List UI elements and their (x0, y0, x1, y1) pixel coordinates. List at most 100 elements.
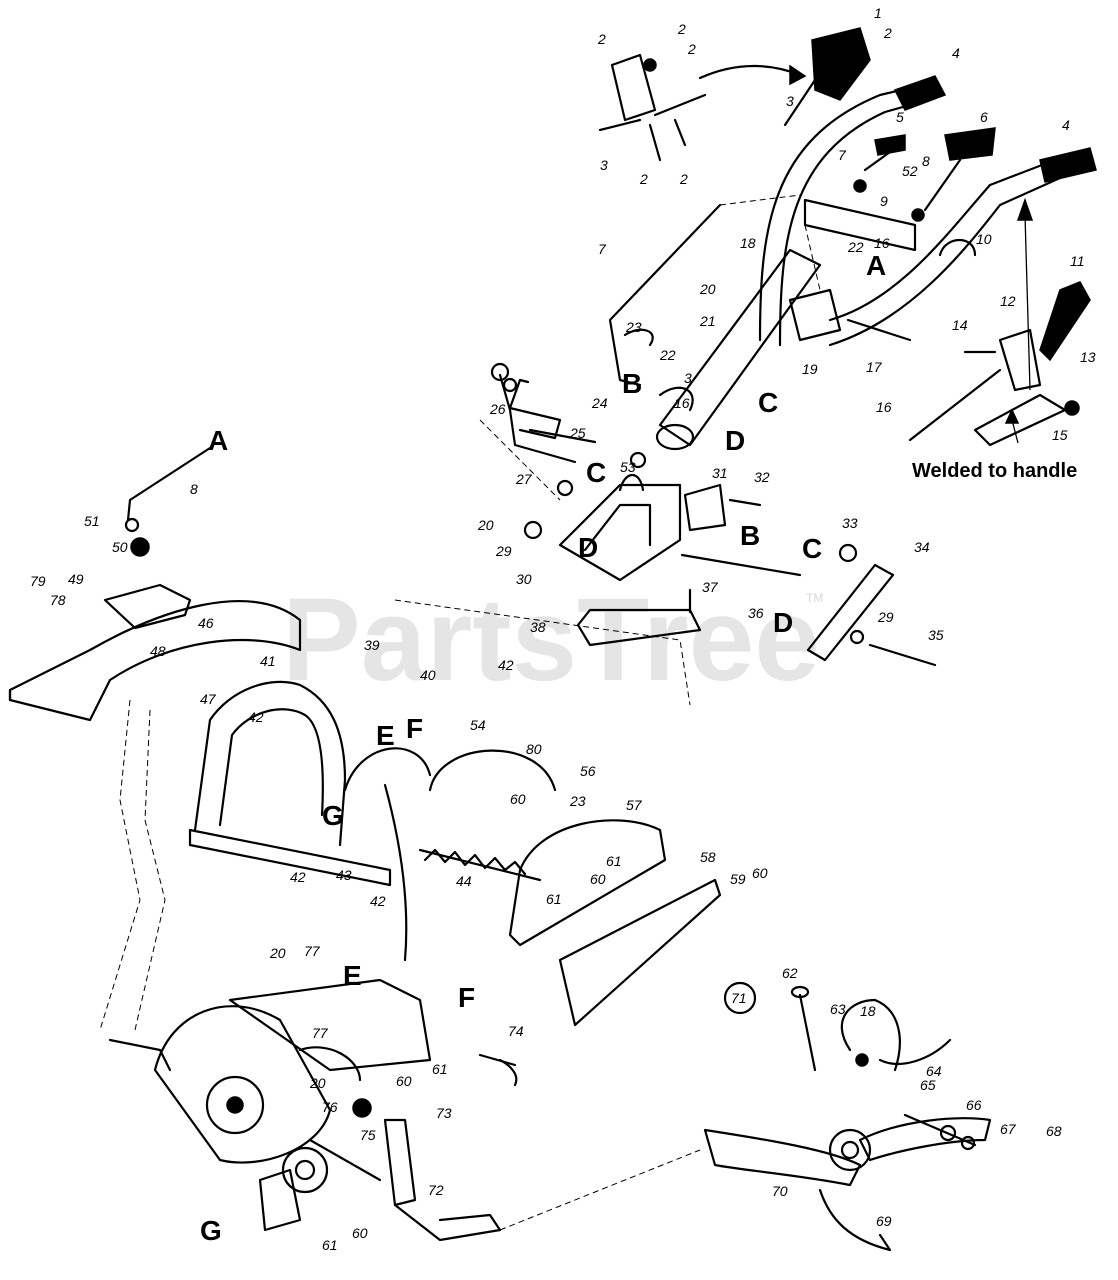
callout: 61 (322, 1237, 338, 1253)
letter-f-plate: F (458, 982, 475, 1013)
callout: 23 (625, 319, 642, 335)
callout: 15 (1052, 427, 1068, 443)
tine-blade-right (858, 1117, 992, 1162)
callout: 18 (740, 235, 756, 251)
tine-blade-left (703, 1128, 862, 1187)
callout: 17 (866, 359, 883, 375)
callout: 16 (674, 395, 690, 411)
letter-b-left: B (622, 368, 642, 399)
shield-47 (8, 600, 302, 722)
callout: 40 (420, 667, 436, 683)
drag-bar-72 (383, 1118, 417, 1207)
callout: 61 (546, 891, 562, 907)
callout: 49 (68, 571, 84, 587)
callout: 3 (786, 93, 794, 109)
watermark-trademark: TM (806, 591, 823, 605)
callout: 7 (598, 241, 607, 257)
handle-assembly (608, 27, 1097, 451)
callout: 29 (495, 543, 512, 559)
callout: 32 (754, 469, 770, 485)
tine-hub (828, 1128, 872, 1172)
callout: 72 (428, 1182, 444, 1198)
callout: 6 (980, 109, 988, 125)
callout: 59 (730, 871, 746, 887)
callout: 78 (50, 592, 66, 608)
callout: 11 (1070, 253, 1085, 269)
callout: 65 (920, 1077, 936, 1093)
callout: 60 (396, 1073, 412, 1089)
callout: 75 (360, 1127, 376, 1143)
callout: 61 (432, 1061, 448, 1077)
callout: 64 (926, 1063, 942, 1079)
callout: 8 (922, 153, 930, 169)
tine-shield-assembly (8, 583, 722, 1031)
callout: 77 (312, 1025, 329, 1041)
letter-b-right: B (740, 520, 760, 551)
callout: 20 (699, 281, 716, 297)
callout: 3 (600, 157, 608, 173)
callout: 79 (30, 573, 46, 589)
callout: 60 (510, 791, 526, 807)
callout: 30 (516, 571, 532, 587)
callout: 61 (606, 853, 622, 869)
letter-e-shield: E (376, 720, 395, 751)
callout: 2 (597, 31, 606, 47)
callout: 2 (677, 21, 686, 37)
callout: 16 (876, 399, 892, 415)
handle-bracket (803, 198, 917, 252)
callout-numbers: 1 2 2 2 2 2 2 3 3 3 4 4 5 6 7 7 8 8 9 10… (30, 5, 1096, 1253)
grip-right-icon (1039, 147, 1097, 183)
transmission-case (153, 1005, 332, 1164)
callout: 8 (190, 481, 198, 497)
tine-assembly (499, 981, 992, 1252)
link-34 (806, 563, 895, 662)
callout: 20 (477, 517, 494, 533)
letter-f-shield: F (406, 713, 423, 744)
callout: 60 (352, 1225, 368, 1241)
callout: 39 (364, 637, 380, 653)
callout: 18 (860, 1003, 876, 1019)
callout: 48 (150, 643, 166, 659)
callout: 53 (620, 459, 636, 475)
callout: 14 (952, 317, 968, 333)
handle-tube-21 (658, 248, 822, 447)
callout: 31 (712, 465, 728, 481)
callout: 67 (1000, 1121, 1017, 1137)
knob-76-icon (352, 1098, 372, 1118)
callout: 68 (1046, 1123, 1062, 1139)
callout: 42 (498, 657, 514, 673)
callout: 43 (336, 867, 352, 883)
clamp-19 (788, 288, 842, 342)
watermark-text: PartsTree (282, 574, 820, 706)
callout: 13 (1080, 349, 1096, 365)
cable (383, 783, 408, 962)
callout: 60 (752, 865, 768, 881)
welded-to-handle-note: Welded to handle (912, 460, 1077, 482)
callout: 7 (838, 147, 847, 163)
callout: 54 (470, 717, 486, 733)
callout: 70 (772, 1183, 788, 1199)
callout: 56 (580, 763, 596, 779)
callout: 63 (830, 1001, 846, 1017)
knob-6-icon (944, 127, 996, 161)
letter-e-plate: E (343, 960, 362, 991)
callout: 22 (659, 347, 676, 363)
knob-9-icon (853, 179, 867, 193)
transmission-assembly (108, 978, 518, 1242)
arrow-to-lever (698, 64, 802, 80)
callout: 12 (1000, 293, 1016, 309)
callout: 19 (802, 361, 818, 377)
callout: 10 (976, 231, 992, 247)
welded-bracket-detail (908, 197, 1091, 447)
callout: 77 (304, 943, 321, 959)
callout: 5 (896, 109, 904, 125)
callout: 34 (914, 539, 930, 555)
knob-5-icon (874, 134, 906, 156)
callout: 60 (590, 871, 606, 887)
circle-71 (723, 981, 757, 1015)
letter-c-link: C (802, 533, 822, 564)
letter-g-shield: G (322, 800, 344, 831)
callout: 42 (248, 709, 264, 725)
callout: 1 (874, 5, 882, 21)
